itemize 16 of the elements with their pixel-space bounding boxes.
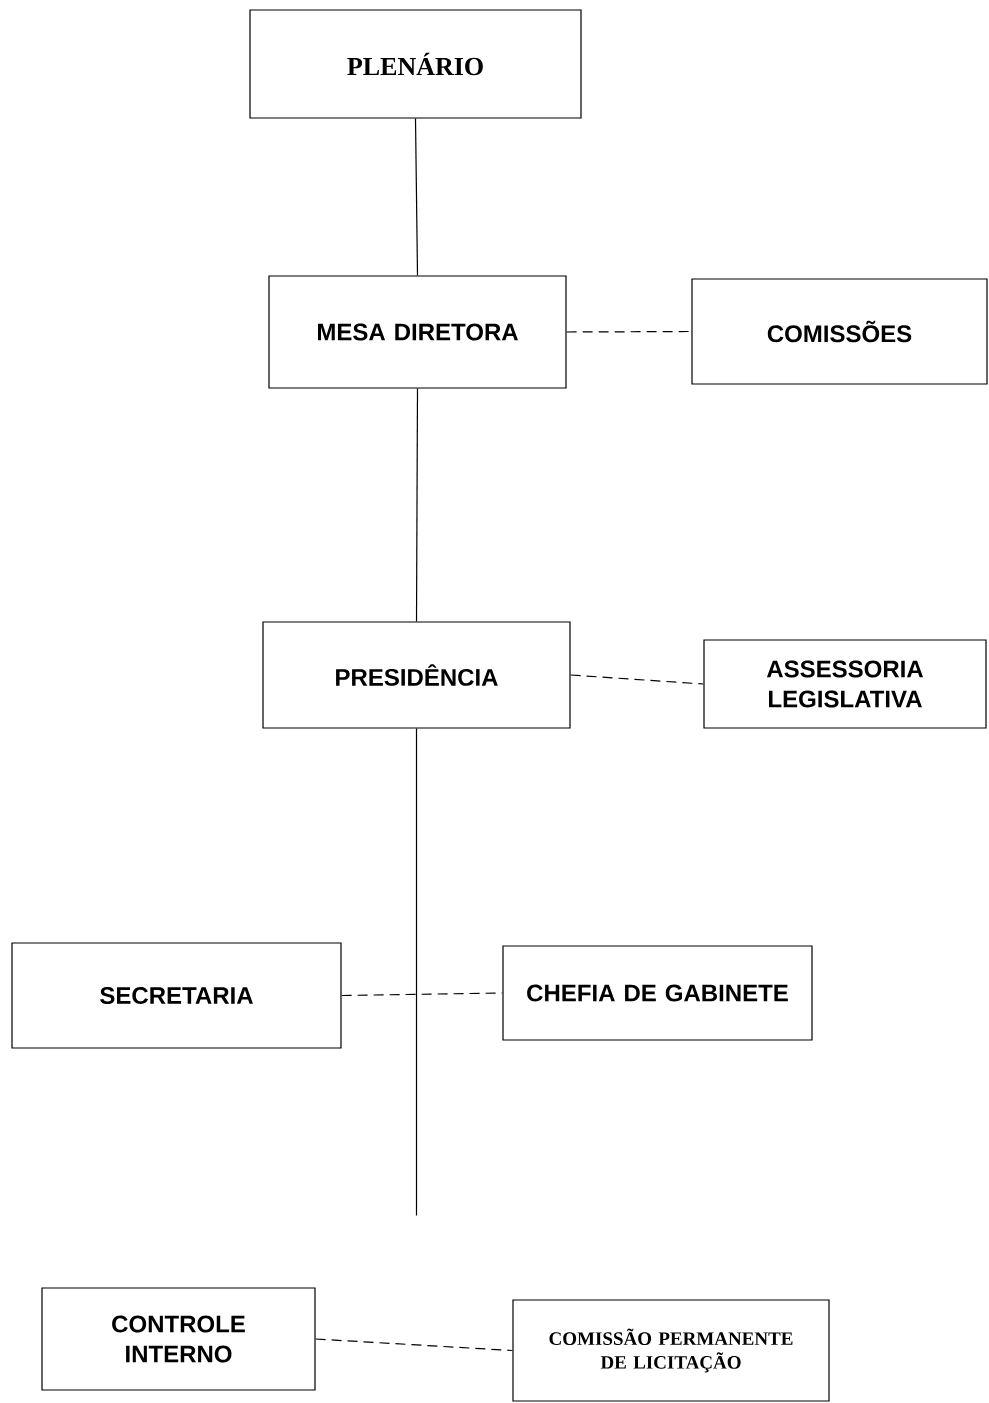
connector-line: [341, 992, 503, 997]
connector-line: [415, 388, 419, 622]
connector-line: [570, 674, 704, 685]
org-box: COMISSÃO PERMANENTE DE LICITAÇÃO: [512, 1299, 830, 1402]
org-box: PLENÁRIO: [249, 9, 582, 119]
org-box: CHEFIA DE GABINETE: [502, 945, 813, 1041]
org-box: SECRETARIA: [11, 942, 342, 1049]
org-box: CONTROLE INTERNO: [41, 1287, 316, 1391]
org-box: COMISSÕES: [691, 278, 988, 385]
connector-line: [566, 330, 692, 333]
org-box: MESA DIRETORA: [268, 275, 567, 389]
connector-line: [414, 118, 419, 276]
org-box: ASSESSORIA LEGISLATIVA: [703, 639, 987, 729]
org-box: PRESIDÊNCIA: [262, 621, 571, 729]
connector-line: [415, 728, 418, 1217]
connector-line: [315, 1338, 513, 1352]
